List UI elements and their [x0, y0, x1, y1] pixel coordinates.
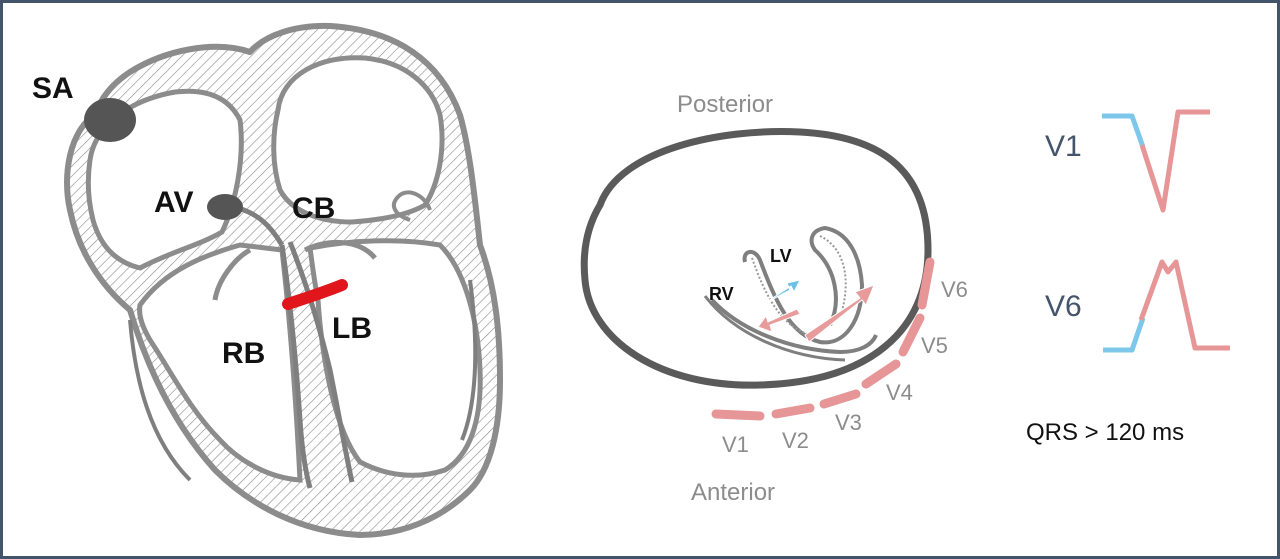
label-sa: SA	[32, 72, 74, 105]
lead-label-v3: V3	[835, 410, 862, 435]
thorax-outline	[580, 128, 932, 389]
lead-marker-v3	[819, 389, 861, 409]
ecg-traces: V1 V6 QRS > 120 ms	[1026, 109, 1230, 446]
lead-label-v6: V6	[941, 277, 968, 302]
label-rb: RB	[222, 337, 265, 370]
lead-marker-v6	[917, 257, 935, 310]
lead-label-v4: V4	[886, 380, 913, 405]
lead-label-v1: V1	[722, 432, 749, 457]
septal-activation-arrow	[761, 279, 801, 306]
right-ventricle	[137, 242, 303, 483]
v1-trace-late	[1139, 109, 1210, 213]
right-bundle-branch	[279, 244, 313, 489]
label-lb: LB	[332, 312, 372, 345]
lead-marker-v1	[711, 409, 765, 421]
label-v6-trace: V6	[1045, 290, 1082, 323]
left-bundle-block	[282, 279, 348, 310]
lead-marker-v4	[861, 359, 901, 389]
qrs-duration-label: QRS > 120 ms	[1026, 419, 1184, 446]
lead-marker-v2	[771, 403, 815, 419]
lv-lateral-activation-arrow	[804, 284, 875, 343]
label-cb: CB	[292, 192, 335, 225]
precordial-lead-markers	[711, 257, 935, 421]
label-rv: RV	[709, 284, 734, 304]
label-av: AV	[154, 186, 193, 219]
label-anterior: Anterior	[691, 479, 775, 506]
left-atrium	[271, 55, 445, 225]
label-posterior: Posterior	[677, 91, 773, 118]
av-node	[207, 194, 243, 220]
lv-wall	[742, 225, 865, 345]
heart-illustration: SA AV CB RB LB	[32, 22, 503, 538]
cross-section: Posterior RV LV V1 V2 V3 V4 V5 V6 Anteri…	[580, 91, 968, 506]
label-lv: LV	[770, 246, 792, 266]
rv-wall	[710, 298, 878, 355]
label-v1-trace: V1	[1045, 130, 1082, 163]
lead-label-v5: V5	[921, 333, 948, 358]
lead-marker-v5	[898, 313, 925, 357]
v6-trace-late	[1138, 259, 1230, 351]
sa-node	[84, 98, 136, 142]
v6-trace-early	[1103, 317, 1146, 353]
lead-label-v2: V2	[782, 428, 809, 453]
common-bundle	[237, 205, 285, 247]
rv-activation-arrow	[757, 308, 801, 333]
left-bundle-branch	[287, 241, 355, 483]
v1-trace-early	[1102, 113, 1146, 148]
